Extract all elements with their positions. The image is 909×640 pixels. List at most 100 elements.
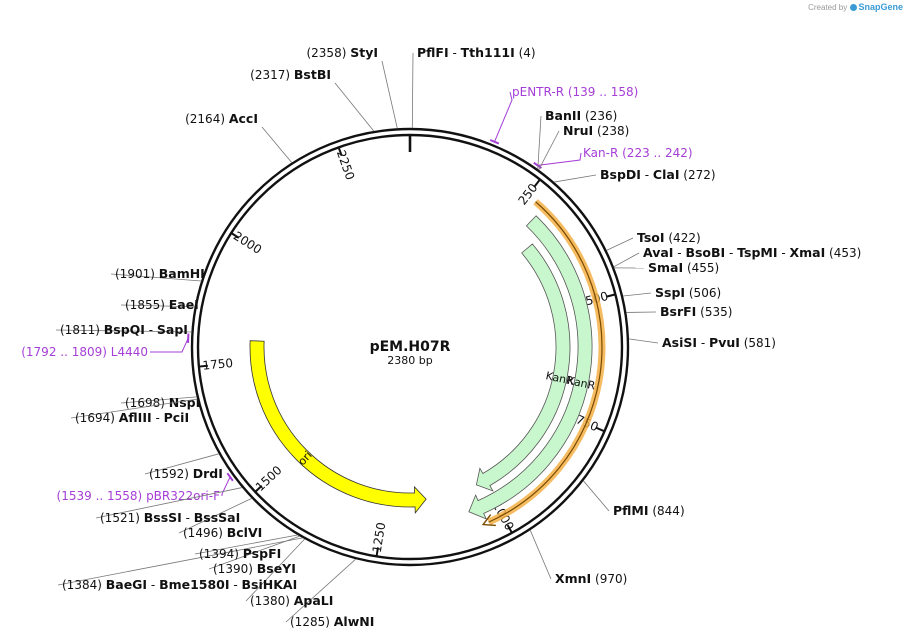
enzyme-position: (236)	[585, 109, 617, 123]
enzyme-position: (4)	[519, 46, 536, 60]
enzyme-site-bstbi[interactable]: (2317) BstBI	[250, 67, 375, 132]
enzyme-leader-line	[613, 252, 640, 268]
enzyme-site-acci[interactable]: (2164) AccI	[185, 111, 293, 163]
enzyme-site-tsoi[interactable]: TsoI (422)	[606, 230, 701, 251]
primer-pentr-r[interactable]: pENTR-R (139 .. 158)	[489, 85, 638, 145]
tick-mark	[375, 547, 379, 557]
primer-range: (1792 .. 1809)	[21, 345, 107, 359]
enzyme-site-afliii[interactable]: (1694) AflIII - PciI	[70, 398, 198, 425]
enzyme-position: (1384)	[62, 578, 102, 592]
enzyme-label: (1698) NspI	[125, 395, 200, 410]
enzyme-site-pspfi[interactable]: (1394) PspFI	[194, 534, 298, 561]
primer-range: (1539 .. 1558)	[57, 489, 143, 503]
primer-l4440[interactable]: (1792 .. 1809) L4440	[21, 333, 190, 359]
enzyme-leader-line	[285, 558, 356, 623]
enzyme-position: (1694)	[75, 411, 115, 425]
primer-label: Kan-R (223 .. 242)	[583, 146, 693, 160]
enzyme-name: AsiSI	[662, 335, 697, 350]
enzyme-site-nrui[interactable]: NruI (238)	[538, 123, 630, 171]
primer-range: (139 .. 158)	[568, 85, 638, 99]
tick-mark	[506, 524, 513, 534]
enzyme-name: BaeGI	[106, 577, 147, 592]
plasmid-length: 2380 bp	[387, 354, 432, 367]
enzyme-site-sspi[interactable]: SspI (506)	[622, 285, 721, 300]
enzyme-position: (1855)	[125, 298, 165, 312]
enzyme-site-asisi[interactable]: AsiSI - PvuI (581)	[628, 335, 776, 350]
enzyme-site-banii[interactable]: BanII (236)	[537, 108, 617, 170]
enzyme-site-xmni[interactable]: XmnI (970)	[529, 529, 627, 586]
tick-mark	[337, 147, 343, 157]
enzyme-site-bsssi[interactable]: (1521) BssSI - BssSaI	[95, 487, 243, 525]
enzyme-site-styi[interactable]: (2358) StyI	[306, 45, 398, 129]
enzyme-site-bspdi[interactable]: BspDI - ClaI (272)	[554, 167, 716, 183]
enzyme-site-pflmi[interactable]: PflMI (844)	[583, 480, 685, 518]
enzyme-name: BsiHKAI	[242, 577, 298, 592]
enzyme-leader-line	[70, 398, 198, 419]
enzyme-site-bseyi[interactable]: (1390) BseYI	[208, 535, 300, 576]
enzyme-name: PspFI	[243, 546, 282, 561]
enzyme-name: BanII	[545, 108, 581, 123]
enzyme-label: PflFI - Tth111I (4)	[417, 45, 536, 60]
feature-kanr-label: KanR	[544, 369, 575, 388]
enzyme-leader-line	[208, 535, 300, 570]
enzyme-leader-line	[194, 534, 298, 555]
enzyme-label: NruI (238)	[563, 123, 629, 138]
tick-label: 2000	[231, 229, 264, 257]
tick-mark	[230, 232, 240, 239]
enzyme-site-bclvi[interactable]: (1496) BclVI	[178, 497, 263, 540]
enzyme-site-bspqi[interactable]: (1811) BspQI - SapI	[55, 322, 192, 337]
tick-label: 1250	[370, 521, 389, 553]
primer-name: pBR322ori-F	[146, 489, 220, 503]
feature-kanr-arrow[interactable]	[468, 215, 593, 520]
enzyme-label: (2164) AccI	[185, 111, 258, 126]
label-separator: -	[152, 411, 164, 425]
enzyme-site-bamhi[interactable]: (1901) BamHI	[110, 266, 205, 282]
enzyme-site-apali[interactable]: (1380) ApaLI	[245, 538, 333, 608]
primer-range: (223 .. 242)	[622, 146, 692, 160]
tick-label: 1750	[202, 356, 234, 373]
enzyme-position: (422)	[668, 231, 700, 245]
enzyme-site-alwni[interactable]: (1285) AlwNI	[285, 558, 374, 629]
backbone	[190, 127, 630, 567]
enzyme-name: PflFI	[417, 45, 449, 60]
enzyme-site-bsrfi[interactable]: BsrFI (535)	[626, 304, 732, 319]
enzyme-label: AsiSI - PvuI (581)	[662, 335, 776, 350]
enzyme-name: PflMI	[613, 503, 649, 518]
enzyme-site-nspi[interactable]: (1698) NspI	[120, 395, 200, 410]
enzyme-name: TspMI	[737, 245, 777, 260]
tick-mark	[198, 364, 208, 368]
enzyme-leader-line	[554, 174, 597, 183]
feature-ori-arrow[interactable]	[249, 340, 427, 515]
enzyme-name: AccI	[229, 111, 258, 126]
primer-pbr322ori-f[interactable]: (1539 .. 1558) pBR322ori-F	[57, 472, 234, 503]
enzyme-site-smai[interactable]: SmaI (455)	[614, 260, 719, 275]
enzyme-name: BseYI	[257, 561, 296, 576]
enzyme-site-drdi[interactable]: (1592) DrdI	[144, 453, 223, 481]
enzyme-name: BclVI	[227, 525, 263, 540]
primer-kan-r[interactable]: Kan-R (223 .. 242)	[533, 146, 693, 169]
enzyme-name: BamHI	[159, 266, 205, 281]
enzyme-name: BspQI	[104, 322, 145, 337]
enzyme-position: (506)	[689, 286, 721, 300]
enzyme-label: BanII (236)	[545, 108, 617, 123]
primer-leader-line	[221, 476, 231, 496]
enzyme-label: PflMI (844)	[613, 503, 685, 518]
enzyme-position: (272)	[683, 168, 715, 182]
feature-kanr-arrow[interactable]	[475, 243, 571, 492]
enzyme-position: (844)	[652, 504, 684, 518]
enzyme-position: (2317)	[250, 68, 290, 82]
enzyme-leader-line	[538, 130, 560, 171]
label-separator: -	[725, 246, 737, 260]
enzyme-site-avai[interactable]: AvaI - BsoBI - TspMI - XmaI (453)	[613, 245, 862, 268]
primer-label: (1539 .. 1558) pBR322ori-F	[57, 489, 221, 503]
enzyme-leader-line	[381, 60, 398, 129]
enzyme-label: SspI (506)	[655, 285, 721, 300]
enzyme-site-eaei[interactable]: (1855) EaeI	[120, 297, 199, 312]
label-separator: -	[147, 578, 159, 592]
credit-prefix: Created by	[808, 3, 848, 12]
tick-mark	[254, 484, 263, 493]
enzyme-name: SapI	[157, 322, 188, 337]
enzyme-position: (970)	[595, 572, 627, 586]
enzyme-site-pflfi[interactable]: PflFI - Tth111I (4)	[411, 45, 536, 129]
enzyme-site-baegi[interactable]: (1384) BaeGI - Bme1580I - BsiHKAI	[57, 537, 303, 592]
